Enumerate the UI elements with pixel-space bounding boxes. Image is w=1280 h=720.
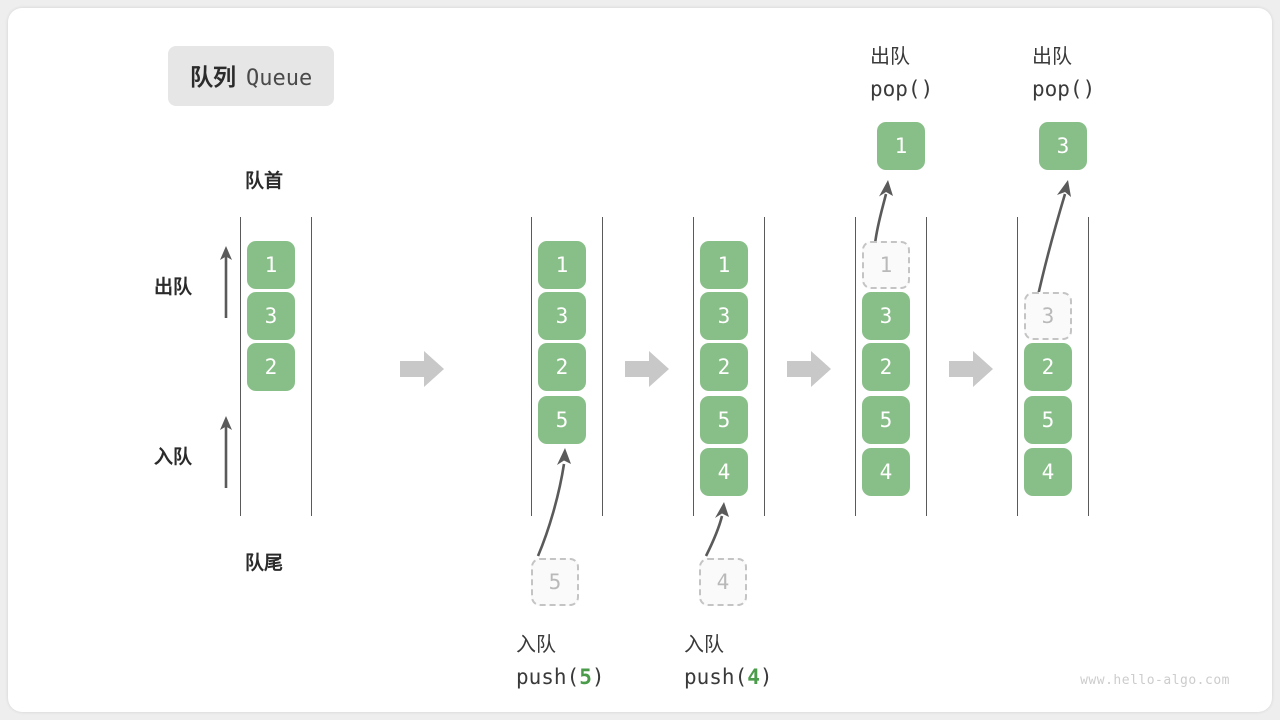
- queue-cell: 2: [247, 343, 295, 391]
- push-4-insert-arrow-icon: [704, 502, 729, 557]
- popped-element-1: 1: [877, 122, 925, 170]
- queue-cell: 5: [538, 396, 586, 444]
- stage-separator-arrow-icon: [625, 351, 669, 387]
- queue-cell: 2: [700, 343, 748, 391]
- queue-cell-ghost: 1: [862, 241, 910, 289]
- pop-1-caption-code: pop(): [870, 77, 934, 101]
- diagram-card: 队列 Queue 队首 队尾 出队 入队 1 3 2 1 3 2: [8, 8, 1272, 712]
- push-4-caption: 入队 push(4): [684, 628, 773, 689]
- pop-3-caption: 出队 pop(): [1032, 40, 1095, 101]
- queue-cell: 3: [700, 292, 748, 340]
- incoming-element-4: 4: [699, 558, 747, 606]
- rail-right: [311, 217, 312, 516]
- dequeue-arrow-icon: [220, 246, 232, 318]
- queue-cell: 1: [538, 241, 586, 289]
- queue-cell: 1: [247, 241, 295, 289]
- queue-cell: 3: [538, 292, 586, 340]
- pop-1-arrow-icon: [873, 180, 893, 245]
- incoming-element-5: 5: [531, 558, 579, 606]
- stage-separator-arrow-icon: [787, 351, 831, 387]
- popped-element-3: 3: [1039, 122, 1087, 170]
- queue-cell: 3: [247, 292, 295, 340]
- stage-separator-arrow-icon: [949, 351, 993, 387]
- rail-right: [764, 217, 765, 516]
- rail-right: [926, 217, 927, 516]
- rail-right: [602, 217, 603, 516]
- pop-1-caption: 出队 pop(): [870, 40, 933, 101]
- label-tail: 队尾: [245, 552, 284, 574]
- queue-cell: 3: [862, 292, 910, 340]
- queue-cell: 4: [700, 448, 748, 496]
- queue-track-push-4: 1 3 2 5 4: [693, 217, 765, 516]
- queue-cell-empty: [1024, 241, 1072, 289]
- rail-left: [531, 217, 532, 516]
- queue-cell: 2: [862, 343, 910, 391]
- queue-track-push-5: 1 3 2 5: [531, 217, 603, 516]
- watermark: www.hello-algo.com: [1080, 673, 1230, 688]
- push-5-caption-cn: 入队: [516, 632, 556, 656]
- queue-cell: 5: [1024, 396, 1072, 444]
- stage-separator-arrow-icon: [400, 351, 444, 387]
- queue-cell: 1: [700, 241, 748, 289]
- queue-cell-ghost: 3: [1024, 292, 1072, 340]
- dequeue-label: 出队: [154, 276, 193, 298]
- rail-left: [1017, 217, 1018, 516]
- rail-left: [693, 217, 694, 516]
- push-5-caption-code: push(5): [516, 665, 605, 689]
- label-head: 队首: [245, 170, 284, 192]
- enqueue-arrow-icon: [220, 416, 232, 488]
- rail-left: [855, 217, 856, 516]
- queue-track-initial: 1 3 2: [240, 217, 312, 516]
- title-cn: 队列: [190, 65, 236, 91]
- queue-cell: 4: [862, 448, 910, 496]
- queue-cell: 2: [1024, 343, 1072, 391]
- queue-track-pop-1: 1 3 2 5 4: [855, 217, 927, 516]
- push-4-caption-code: push(4): [684, 665, 773, 689]
- pop-1-caption-cn: 出队: [870, 44, 910, 68]
- queue-cell: 2: [538, 343, 586, 391]
- rail-left: [240, 217, 241, 516]
- pop-3-caption-cn: 出队: [1032, 44, 1072, 68]
- enqueue-label: 入队: [154, 446, 193, 468]
- push-4-caption-cn: 入队: [684, 632, 724, 656]
- push-5-caption: 入队 push(5): [516, 628, 605, 689]
- queue-cell: 4: [1024, 448, 1072, 496]
- queue-track-pop-3: 3 2 5 4: [1017, 217, 1089, 516]
- title-badge: 队列 Queue: [168, 46, 335, 106]
- pop-3-arrow-icon: [1035, 180, 1071, 301]
- pop-3-caption-code: pop(): [1032, 77, 1096, 101]
- queue-cell: 5: [862, 396, 910, 444]
- push-5-insert-arrow-icon: [536, 448, 571, 557]
- queue-cell: 5: [700, 396, 748, 444]
- title-en: Queue: [246, 66, 313, 91]
- rail-right: [1088, 217, 1089, 516]
